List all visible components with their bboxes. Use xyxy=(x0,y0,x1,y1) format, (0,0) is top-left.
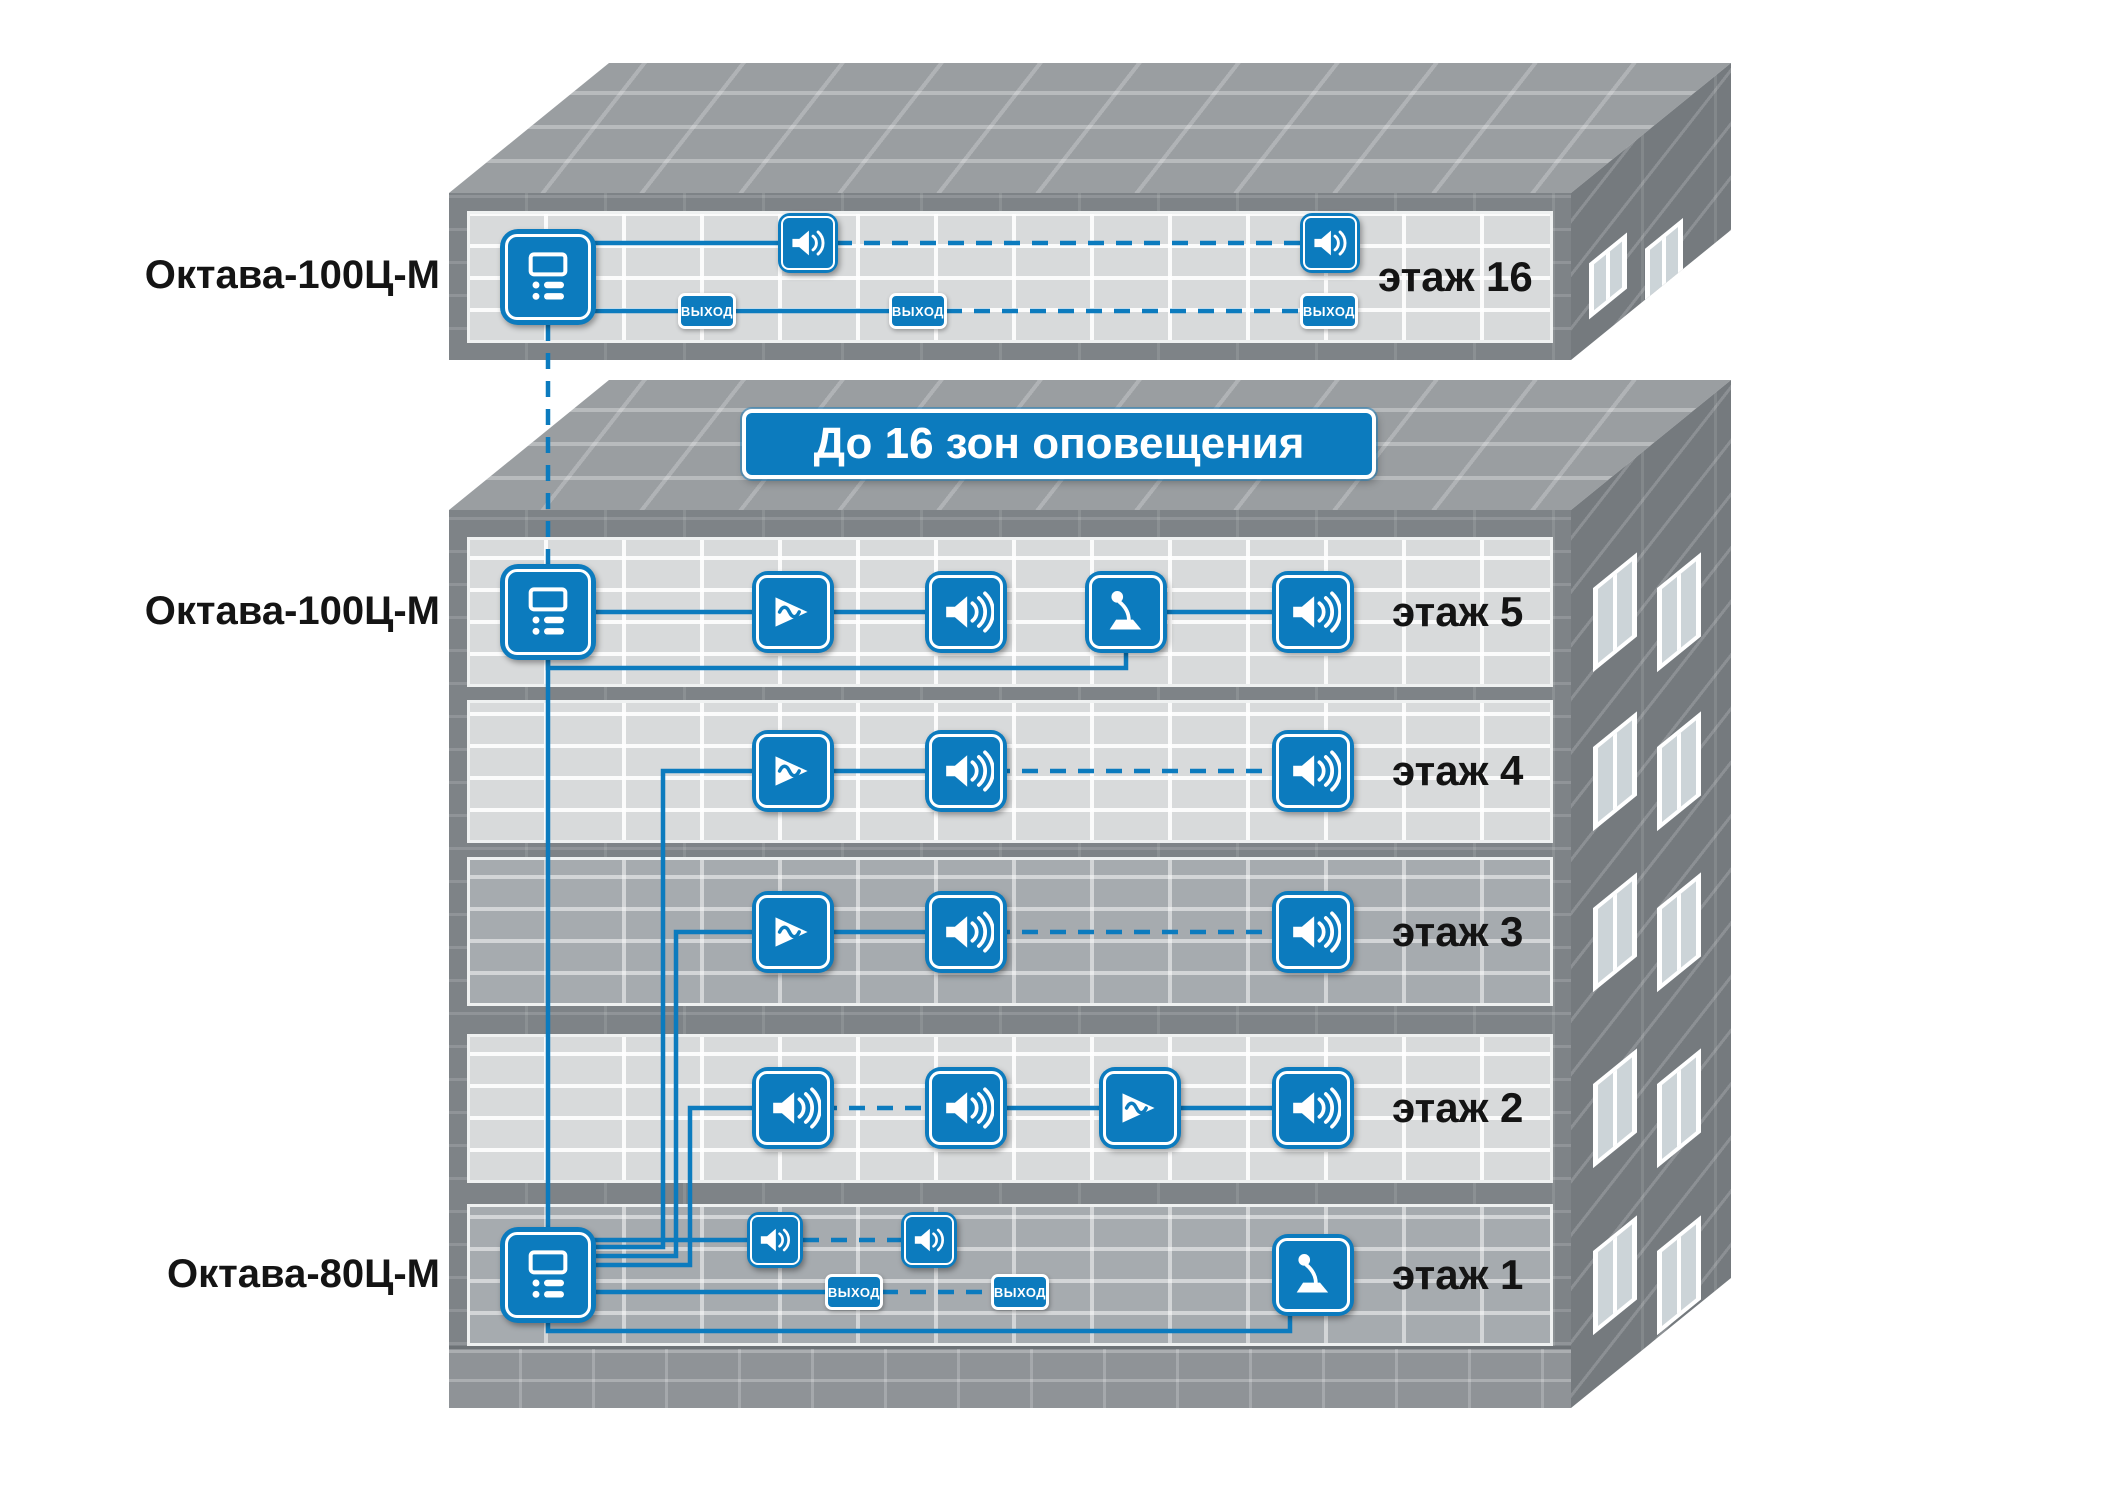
exit-sign-icon: ВЫХОД xyxy=(889,293,947,329)
top-building-front xyxy=(449,193,1571,360)
floor-label-1: этаж 1 xyxy=(1392,1251,1524,1298)
speaker-icon xyxy=(925,891,1007,973)
speaker-icon xyxy=(925,730,1007,812)
speaker-icon xyxy=(778,213,838,273)
amplifier-icon xyxy=(1099,1067,1181,1149)
amplifier-icon xyxy=(752,891,834,973)
main-building-side xyxy=(1571,380,1731,1408)
speaker-icon xyxy=(1272,571,1354,653)
speaker-icon xyxy=(747,1212,803,1268)
unit-label-octava-100-top: Октава-100Ц-М xyxy=(144,253,440,297)
floor-label-4: этаж 4 xyxy=(1392,747,1524,794)
zones-banner: До 16 зон оповещения xyxy=(742,409,1376,479)
speaker-icon xyxy=(1272,730,1354,812)
amplifier-icon xyxy=(752,571,834,653)
unit-label-octava-100-floor5: Октава-100Ц-М xyxy=(144,589,440,633)
floor-label-2: этаж 2 xyxy=(1392,1084,1524,1131)
speaker-icon xyxy=(752,1067,834,1149)
speaker-icon xyxy=(925,1067,1007,1149)
top-building-roof xyxy=(449,63,1731,193)
speaker-icon xyxy=(1272,891,1354,973)
speaker-icon xyxy=(1272,1067,1354,1149)
control-panel-icon xyxy=(500,564,596,660)
microphone-icon xyxy=(1272,1234,1354,1316)
speaker-icon xyxy=(901,1212,957,1268)
unit-label-octava-80-floor1: Октава-80Ц-М xyxy=(167,1252,440,1296)
exit-sign-icon: ВЫХОД xyxy=(991,1274,1049,1310)
exit-sign-icon: ВЫХОД xyxy=(825,1274,883,1310)
building-plinth xyxy=(449,1346,1571,1408)
speaker-icon xyxy=(925,571,1007,653)
control-panel-icon xyxy=(500,229,596,325)
floor-label-16: этаж 16 xyxy=(1378,253,1533,300)
exit-sign-icon: ВЫХОД xyxy=(1300,293,1358,329)
floor-label-3: этаж 3 xyxy=(1392,908,1524,955)
amplifier-icon xyxy=(752,730,834,812)
floor-strip-16 xyxy=(467,211,1553,343)
speaker-icon xyxy=(1300,213,1360,273)
control-panel-icon xyxy=(500,1227,596,1323)
floor-label-5: этаж 5 xyxy=(1392,588,1524,635)
exit-sign-icon: ВЫХОД xyxy=(678,293,736,329)
microphone-icon xyxy=(1085,571,1167,653)
